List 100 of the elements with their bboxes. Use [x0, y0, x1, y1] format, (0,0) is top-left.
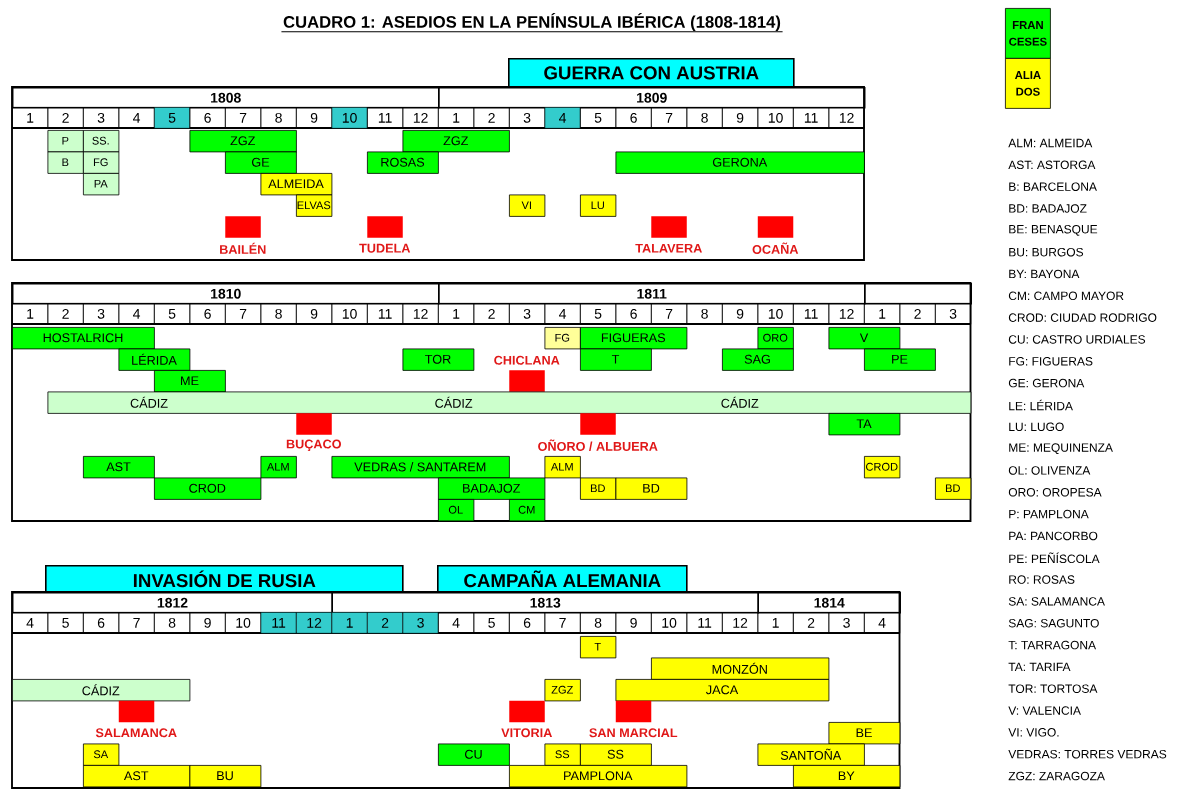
- siege-bar: GE: [225, 151, 297, 174]
- month-cell: 5: [473, 612, 510, 634]
- month-cell: 8: [260, 303, 297, 325]
- siege-bar: T: [580, 636, 617, 659]
- month-cell: 6: [189, 107, 226, 129]
- year-cell: 1810: [12, 283, 440, 305]
- siege-bar: BD: [580, 477, 617, 500]
- abbreviation-label: GE: GERONA: [1008, 378, 1085, 388]
- siege-bar: MONZÓN: [651, 657, 830, 680]
- banner-box: INVASIÓN DE RUSIA: [45, 565, 404, 593]
- abbreviation-label: BY: BAYONA: [1009, 269, 1080, 279]
- month-cell: 12: [296, 612, 333, 634]
- month-cell: 11: [686, 612, 723, 634]
- month-cell: 8: [580, 612, 617, 634]
- siege-bar: SANTOÑA: [757, 743, 865, 766]
- siege-bar: CÁDIZ: [12, 679, 191, 702]
- siege-bar: SS: [580, 743, 652, 766]
- abbreviation-label: CU: CASTRO URDIALES: [1008, 335, 1146, 344]
- month-cell: 2: [47, 303, 84, 325]
- abbreviation-label: AST: ASTORGA: [1008, 160, 1096, 170]
- year-cell: 1808: [12, 87, 440, 109]
- siege-bar: P: [47, 130, 84, 153]
- abbreviation-label: SAG: SAGUNTO: [1008, 618, 1099, 628]
- abbreviation-label: BE: BENASQUE: [1009, 225, 1098, 236]
- abbreviation-label: T: TARRAGONA: [1008, 640, 1097, 650]
- abbreviation-label: B: BARCELONA: [1009, 182, 1097, 191]
- abbreviation-label: LU: LUGO: [1009, 422, 1064, 431]
- abbreviation-label: RO: ROSAS: [1009, 575, 1075, 584]
- month-cell: 8: [686, 303, 723, 325]
- siege-bar: CROD: [864, 456, 901, 479]
- month-cell: 1: [864, 303, 901, 325]
- month-cell: 4: [438, 612, 475, 634]
- month-cell: 1: [438, 303, 475, 325]
- siege-bar: ME: [154, 370, 226, 393]
- month-cell: 5: [47, 612, 84, 634]
- siege-bar: CU: [438, 743, 510, 766]
- abbreviation-label: ME: MEQUINENZA: [1009, 443, 1113, 454]
- siege-bar: JACA: [615, 679, 830, 702]
- banner-box: CAMPAÑA ALEMANIA: [437, 565, 688, 593]
- month-cell: 1: [438, 107, 475, 129]
- abbreviation-label: ORO: OROPESA: [1008, 488, 1102, 497]
- abbreviation-label: CROD: CIUDAD RODRIGO: [1008, 313, 1157, 322]
- month-cell: 2: [47, 107, 84, 129]
- abbreviation-label: BU: BURGOS: [1009, 247, 1084, 257]
- title: CUADRO 1: ASEDIOS EN LA PENÍNSULA IBÉRICA (1808-1814): [280, 12, 784, 33]
- siege-bar: PE: [864, 348, 936, 371]
- month-cell: 8: [154, 612, 191, 634]
- month-cell: 4: [864, 612, 901, 634]
- month-cell: 1: [12, 107, 49, 129]
- month-cell: 9: [189, 612, 226, 634]
- month-cell: 1: [757, 612, 794, 634]
- month-cell: 6: [615, 107, 652, 129]
- month-cell: 1: [331, 612, 368, 634]
- month-cell: 4: [544, 107, 581, 129]
- month-cell: 7: [225, 107, 262, 129]
- siege-bar: ELVAS: [296, 194, 333, 217]
- month-cell: 7: [225, 303, 262, 325]
- abbreviation-label: PA: PANCORBO: [1009, 531, 1098, 541]
- siege-bar: T: [580, 348, 652, 371]
- month-cell: 3: [509, 303, 546, 325]
- siege-bar: VI: [509, 194, 546, 217]
- siege-bar: SS: [544, 743, 581, 766]
- siege-bar: PA: [83, 173, 120, 196]
- month-cell: 7: [651, 107, 688, 129]
- month-cell: 10: [651, 612, 688, 634]
- siege-bar: SA: [83, 743, 120, 766]
- abbreviation-label: PE: PEÑÍSCOLA: [1009, 552, 1100, 564]
- abbreviation-label: P: PAMPLONA: [1009, 509, 1089, 519]
- siege-bar: BD: [615, 477, 688, 500]
- legend-box: FRAN CESES: [1005, 8, 1051, 59]
- banner-box: GUERRA CON AUSTRIA: [508, 58, 795, 88]
- month-cell: 11: [793, 303, 830, 325]
- month-cell: 3: [828, 612, 865, 634]
- month-cell: 12: [402, 303, 439, 325]
- month-cell: 4: [544, 303, 581, 325]
- year-cell: 1814: [757, 592, 901, 614]
- abbreviation-label: SA: SALAMANCA: [1008, 597, 1105, 606]
- month-cell: 4: [12, 612, 49, 634]
- siege-bar: SAG: [722, 348, 794, 371]
- siege-bar: BE: [828, 722, 901, 745]
- month-cell: 2: [899, 303, 936, 325]
- month-cell: 3: [402, 612, 439, 634]
- siege-bar: ORO: [757, 327, 794, 350]
- month-cell: 12: [722, 612, 759, 634]
- siege-bar: ZGZ: [189, 130, 297, 153]
- siege-bar: BU: [189, 765, 262, 788]
- month-cell: 8: [686, 107, 723, 129]
- month-cell: 4: [118, 303, 155, 325]
- month-cell: 9: [722, 303, 759, 325]
- siege-bar: GERONA: [615, 151, 865, 174]
- siege-bar: HOSTALRICH: [12, 327, 155, 350]
- month-cell: 5: [580, 303, 617, 325]
- month-cell: 6: [189, 303, 226, 325]
- siege-bar: ALMEIDA: [260, 173, 333, 196]
- month-cell: 8: [260, 107, 297, 129]
- month-cell: 2: [793, 612, 830, 634]
- month-cell: 10: [757, 303, 794, 325]
- month-cell: 7: [651, 303, 688, 325]
- month-cell: 12: [402, 107, 439, 129]
- month-cell: 3: [83, 303, 120, 325]
